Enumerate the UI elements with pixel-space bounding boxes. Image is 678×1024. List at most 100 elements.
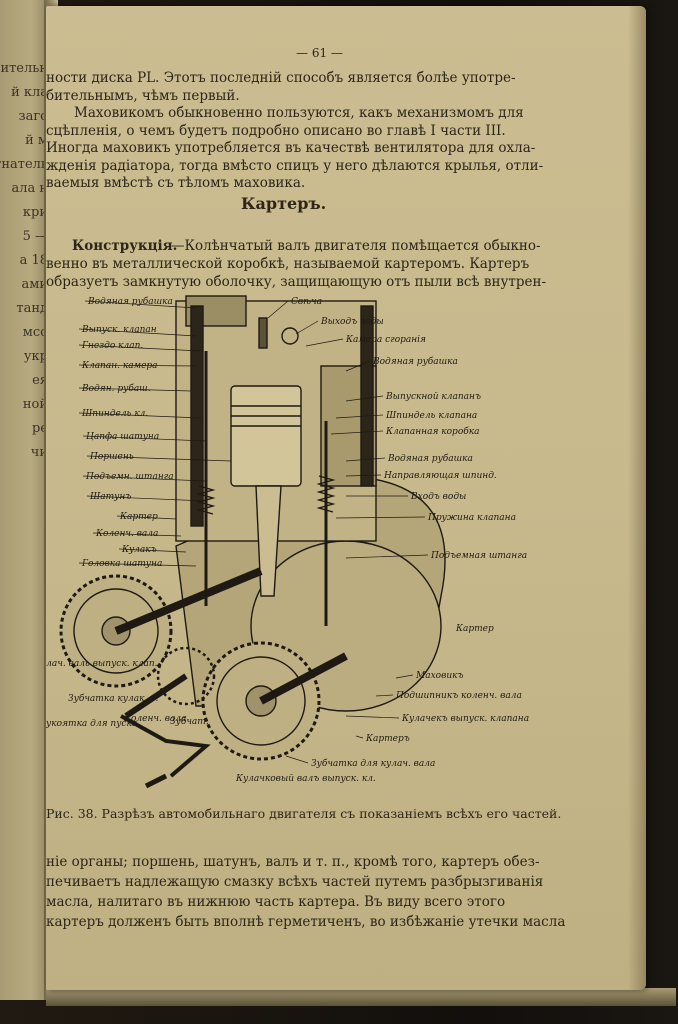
figure-label: Направляющая шпинд. <box>383 471 497 481</box>
text-line: Иногда маховикъ употребляется въ качеств… <box>46 140 536 156</box>
figure-label: Картеръ <box>365 734 410 744</box>
text-line: жденія радіатора, тогда вмѣсто спицъ у н… <box>46 157 544 174</box>
leader-line <box>78 562 197 567</box>
leader-line <box>345 554 429 559</box>
figure-label: Камера сгоранія <box>345 335 426 345</box>
leader-line <box>295 320 319 335</box>
leader-line <box>395 674 414 679</box>
left-page-text-fragment: ной <box>22 397 48 412</box>
left-page-text-fragment: й кла <box>11 85 48 100</box>
left-page-text-fragment: ала н <box>11 181 48 196</box>
page-edge-shade <box>628 6 646 990</box>
figure-label: Свѣча <box>291 297 322 307</box>
left-page-text-fragment: танд <box>16 301 48 316</box>
figure-label: Выпускной клапанъ <box>385 392 481 402</box>
leader-line <box>335 516 426 519</box>
figure-label: Кулачекъ выпуск. клапана <box>401 714 529 724</box>
figure-label: Зубчатка кулак. в. <box>68 693 158 704</box>
engine-drawing <box>59 295 446 789</box>
figure-label: Клапан. камера <box>81 361 158 371</box>
figure-label: Картер <box>455 624 494 634</box>
leader-line <box>345 457 386 462</box>
figure-label: Цапфа шатуна <box>86 432 159 442</box>
left-page-text-fragment: а 18 <box>19 253 48 268</box>
leader-line <box>267 300 289 319</box>
figure-label: Подъемная штанга <box>430 551 527 561</box>
leader-line <box>345 715 400 719</box>
leader-line <box>118 548 187 553</box>
text-line: ности диска PL. Этотъ последній способъ … <box>46 70 516 86</box>
left-page-text-fragment: 5 — <box>22 229 48 244</box>
text-line: картеръ долженъ быть вполнѣ герметиченъ,… <box>46 914 566 930</box>
leader-line <box>84 300 197 309</box>
figure-label: Пружина клапана <box>427 513 516 523</box>
figure-label: Коленч. вала <box>123 714 186 724</box>
leader-line <box>305 338 344 347</box>
figure-label: Кулач. валь выпуск. клап. <box>46 659 158 669</box>
left-page-text-fragment: й м <box>25 133 48 148</box>
leader-line <box>330 430 384 435</box>
leader-line <box>92 532 182 537</box>
text-line: —Колѣнчатый валъ двигателя помѣщается об… <box>171 238 541 254</box>
text-line: печиваетъ надлежащую смазку всѣхъ частей… <box>46 874 544 890</box>
figure-label: Клапанная коробка <box>385 426 479 437</box>
text-line: Маховикомъ обыкновенно пользуются, какъ … <box>74 105 524 121</box>
text-line: ваемыя вмѣстѣ съ тѣломъ маховика. <box>46 175 306 191</box>
left-page-text-fragment: заго <box>18 109 48 124</box>
figure-label: Шпиндель кл. <box>81 409 148 419</box>
section-heading: Картеръ. <box>241 194 327 213</box>
leader-line <box>86 495 207 502</box>
leader-line <box>285 755 309 764</box>
figure-label: Выходъ воды <box>320 317 384 327</box>
figure-caption: Рис. 38. Разрѣзъ автомобильнаго двигател… <box>46 806 562 821</box>
text-line: образуетъ замкнутую оболочку, защищающую… <box>46 274 547 290</box>
text-line: ніе органы; поршень, шатунъ, валъ и т. п… <box>46 854 540 870</box>
leader-line <box>355 735 364 739</box>
left-page-text-fragment: ами <box>21 277 48 292</box>
figure-label: Маховикъ <box>415 671 463 681</box>
text-line: масла, налитаго въ нижнюю часть картера.… <box>46 894 506 910</box>
figure-label: Шпиндель клапана <box>385 411 477 421</box>
figure-label: Кулачковый валъ выпуск. кл. <box>235 774 376 784</box>
figure-label: Зубчат. <box>170 716 209 727</box>
left-page-text-fragment: гнатель <box>0 157 48 172</box>
leader-line <box>82 475 207 482</box>
figure-label: Гнездо клап. <box>81 341 143 351</box>
figure-label: Водяная рубашка <box>87 296 173 307</box>
left-page-text-fragment: укр <box>23 349 48 364</box>
figure-label: Подъемн. штанга <box>85 472 174 482</box>
leader-line <box>78 364 197 367</box>
page-stack-edge <box>46 988 676 1006</box>
figure-label: Входъ воды <box>410 492 466 502</box>
leader-line <box>116 515 177 520</box>
left-page-text-fragment: чи <box>30 445 48 460</box>
page-number: — 61 — <box>296 46 343 60</box>
figure-label: Водяная рубашка <box>372 356 458 367</box>
figure-label: Водяная рубашка <box>387 453 473 464</box>
leader-line <box>345 360 371 372</box>
left-page-text-fragment: кри <box>22 205 48 220</box>
text-line: сцѣпленія, о чемъ будетъ подробно описан… <box>46 122 506 139</box>
leader-line <box>375 694 394 697</box>
left-page-text-fragment: ре <box>31 421 48 436</box>
leader-line <box>78 412 202 419</box>
book-page: — 61 — ности диска PL. Этотъ последній с… <box>46 6 646 990</box>
text-line: бительнымъ, чѣмъ первый. <box>46 87 240 104</box>
leader-line <box>86 455 232 462</box>
figure-label: Подшипникъ коленч. вала <box>395 691 522 701</box>
left-page-text-fragment: мсо <box>22 325 48 340</box>
leader-line <box>345 474 382 477</box>
leader-line <box>345 395 384 402</box>
leader-line <box>335 414 384 419</box>
leader-line <box>82 435 207 442</box>
figure-label: Водян. рубаш. <box>81 383 151 394</box>
leader-line <box>78 328 197 337</box>
leader-line <box>78 344 202 352</box>
text-line: венно въ металлической коробкѣ, называем… <box>46 256 530 272</box>
figure-label: Зубчатка для кулач. вала <box>311 758 435 769</box>
leader-line <box>78 387 192 392</box>
